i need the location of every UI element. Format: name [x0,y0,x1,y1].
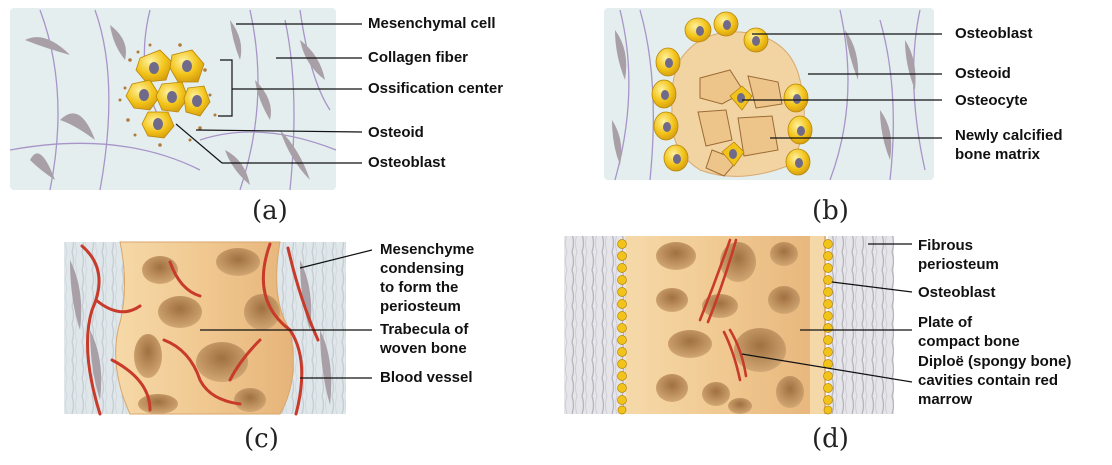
label-blood-vessel: Blood vessel [380,368,473,387]
label-trabecula-woven-bone: Trabecula of woven bone [380,320,468,358]
label-mesenchyme-periosteum: Mesenchyme condensing to form the perios… [380,240,474,316]
label-osteoid-a: Osteoid [368,123,424,142]
label-osteoblast-d: Osteoblast [918,283,996,302]
caption-d: (d) [812,424,849,454]
label-osteoblast-a: Osteoblast [368,153,446,172]
label-osteocyte: Osteocyte [955,91,1028,110]
label-ossification-center: Ossification center [368,79,503,98]
label-osteoid-b: Osteoid [955,64,1011,83]
label-mesenchymal-cell: Mesenchymal cell [368,14,496,33]
label-newly-calcified-bone-matrix: Newly calcified bone matrix [955,126,1063,164]
label-plate-compact-bone: Plate of compact bone [918,313,1020,351]
label-diploe-spongy-bone: Diploë (spongy bone) cavities contain re… [918,352,1071,409]
caption-c: (c) [244,424,279,454]
caption-b: (b) [812,196,849,226]
panel-d-illustration [564,236,894,414]
panel-c-illustration [64,242,346,414]
caption-a: (a) [252,196,288,226]
label-collagen-fiber: Collagen fiber [368,48,468,67]
label-fibrous-periosteum: Fibrous periosteum [918,236,999,274]
label-osteoblast-b: Osteoblast [955,24,1033,43]
